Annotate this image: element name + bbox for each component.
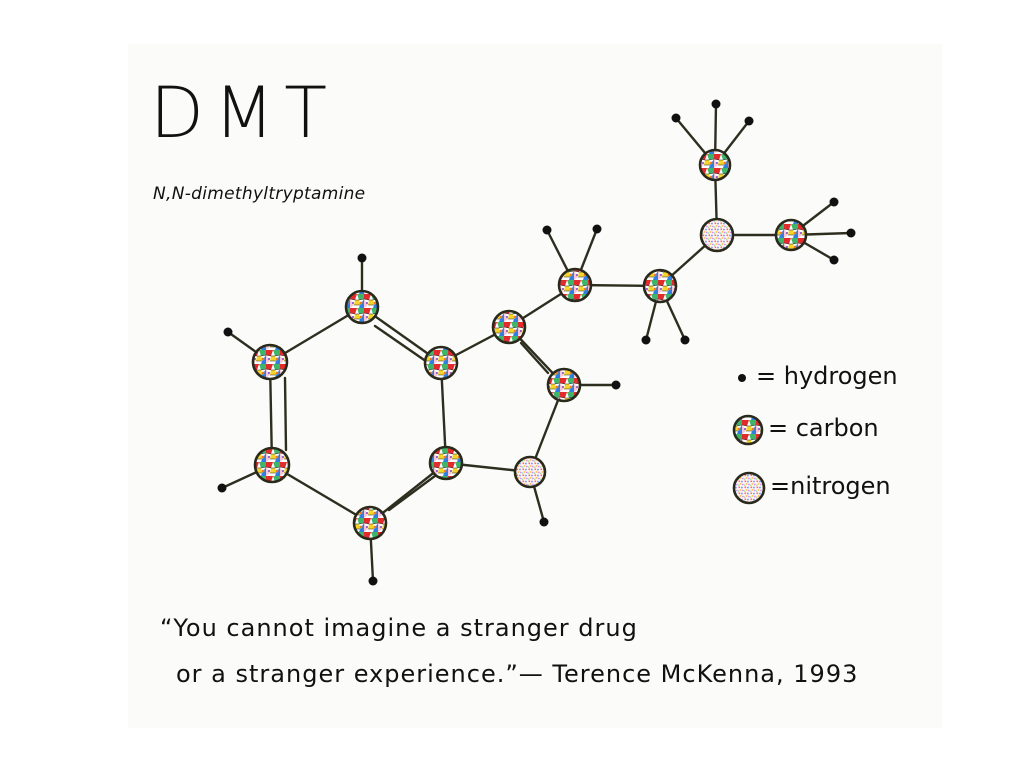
hydrogen-legend-icon xyxy=(738,374,746,382)
carbon-atom-icon xyxy=(352,505,388,541)
legend-nitrogen-label: =nitrogen xyxy=(770,472,891,500)
quote-line-1: “You cannot imagine a stranger drug xyxy=(160,614,638,642)
nitrogen-atoms xyxy=(513,217,735,489)
carbon-atom-icon xyxy=(251,343,289,381)
paper-background xyxy=(128,44,942,728)
carbon-atom-icon xyxy=(698,148,732,182)
quote-line-2: or a stranger experience.”— Terence McKe… xyxy=(176,660,859,688)
carbon-atom-icon xyxy=(253,446,291,484)
legend-hydrogen: = hydrogen xyxy=(756,362,898,390)
bonds xyxy=(220,102,853,583)
hydrogen-icon xyxy=(217,483,227,493)
hydrogen-icon xyxy=(611,380,621,390)
hydrogen-icon xyxy=(846,228,856,238)
hydrogen-icon xyxy=(671,113,681,123)
carbon-atom-icon xyxy=(428,445,464,481)
hydrogen-icon xyxy=(542,225,552,235)
carbon-atom-icon xyxy=(546,367,582,403)
legend-symbols xyxy=(732,374,766,505)
hydrogen-icon xyxy=(592,224,602,234)
page-subtitle: N,N-dimethyltryptamine xyxy=(153,184,366,204)
carbon-atom-icon xyxy=(344,289,380,325)
carbon-atom-icon xyxy=(774,218,808,252)
carbon-legend-icon xyxy=(732,414,764,446)
hydrogen-icon xyxy=(680,335,690,345)
page-title: DMT xyxy=(150,72,338,154)
nitrogen-atom-icon xyxy=(513,455,547,489)
hydrogen-atoms xyxy=(217,99,856,586)
hydrogen-icon xyxy=(223,327,233,337)
hydrogen-icon xyxy=(539,517,549,527)
hydrogen-icon xyxy=(368,576,378,586)
carbon-atoms xyxy=(251,148,808,541)
hydrogen-icon xyxy=(711,99,721,109)
hydrogen-icon xyxy=(357,253,367,263)
hydrogen-icon xyxy=(829,197,839,207)
carbon-atom-icon xyxy=(642,268,678,304)
hydrogen-icon xyxy=(641,335,651,345)
nitrogen-atom-icon xyxy=(699,217,735,253)
carbon-atom-icon xyxy=(423,345,459,381)
carbon-atom-icon xyxy=(557,267,593,303)
legend-carbon-label: = carbon xyxy=(768,414,879,442)
legend-nitrogen: =nitrogen xyxy=(770,472,891,500)
nitrogen-legend-icon xyxy=(732,471,766,505)
hydrogen-icon xyxy=(744,116,754,126)
legend-hydrogen-label: = hydrogen xyxy=(756,362,898,390)
carbon-atom-icon xyxy=(491,309,527,345)
hydrogen-icon xyxy=(829,255,839,265)
legend-carbon: = carbon xyxy=(768,414,879,442)
